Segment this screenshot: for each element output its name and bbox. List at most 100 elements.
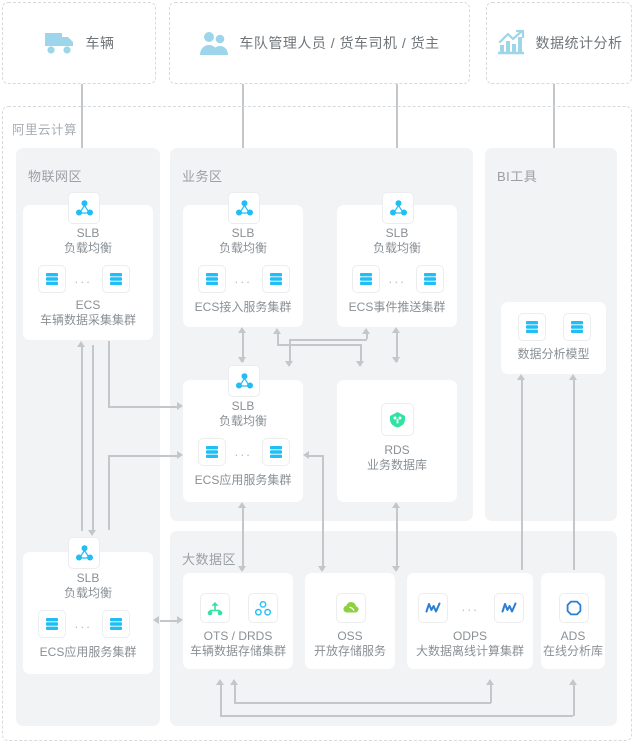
- connector-iot-vert-right: [92, 345, 94, 531]
- node-label-ots-drds: OTS / DRDS 车辆数据存储集群: [183, 629, 293, 659]
- slb-icon: [389, 200, 407, 216]
- ots-drds-subtitle: 车辆数据存储集群: [189, 644, 286, 658]
- drds-icon: [255, 600, 271, 616]
- connector-iot-vert-left: [81, 345, 83, 531]
- connector-bizapp-ots: [242, 505, 244, 570]
- arrowhead-bizaccess-to-bizapp: [238, 357, 246, 363]
- slb-title: SLB: [76, 226, 100, 240]
- ecs-icon-tile-biz-event-b: [416, 265, 444, 293]
- connector-bizaccess-bizapp: [242, 330, 244, 362]
- connector-cross-left-down: [289, 339, 291, 362]
- odps-subtitle: 大数据离线计算集群: [415, 644, 524, 658]
- arrowhead-oss-down: [318, 566, 326, 572]
- arrowhead-bottom-bus-b: [216, 679, 224, 685]
- drds-icon-tile: [248, 593, 278, 623]
- connector-cross-right-down: [360, 344, 362, 362]
- oss-subtitle: 开放存储服务: [313, 644, 386, 658]
- node-label-oss: OSS 开放存储服务: [305, 629, 395, 659]
- ads-subtitle: 在线分析库: [542, 644, 603, 658]
- slb-icon-tile-biz-access: [228, 192, 260, 224]
- slb-subtitle: 负载均衡: [218, 241, 267, 255]
- node-label-odps: ODPS 大数据离线计算集群: [407, 629, 533, 659]
- users-icon: [199, 29, 229, 57]
- connector-rds-odps: [396, 505, 398, 570]
- oss-icon-tile: [336, 593, 366, 623]
- connector-oss-left: [308, 455, 323, 457]
- ads-title: ADS: [560, 629, 586, 643]
- odps-icon-tile-a: [418, 593, 448, 623]
- rds-subtitle: 业务数据库: [366, 458, 427, 472]
- actor-label-analytics: 数据统计分析: [535, 35, 623, 51]
- node-label-biz-access-slb: SLB 负载均衡: [183, 226, 303, 256]
- ecs-icon-tile-biz-app-b: [262, 438, 290, 466]
- node-label-bi-model: 数据分析模型: [517, 347, 590, 361]
- arrowhead-iot-vert-left-up: [77, 341, 85, 347]
- ecs-icon-tile-biz-access-b: [262, 265, 290, 293]
- connector-cross-upper-h: [289, 339, 367, 341]
- connector-iotapp-right: [108, 455, 178, 457]
- connector-vehicle-down: [81, 84, 83, 189]
- slb-icon: [235, 200, 253, 216]
- ots-icon-tile: [200, 593, 230, 623]
- arrowhead-oss-to-bizapp: [303, 451, 309, 459]
- actor-box-people: 车队管理人员 / 货车司机 / 货主: [169, 2, 470, 84]
- connector-cross-lower-h: [277, 344, 361, 346]
- ecs-icon: [359, 272, 373, 286]
- arrowhead-cross-left-down: [285, 361, 293, 367]
- slb-title: SLB: [76, 571, 100, 585]
- arrowhead-odps-to-bi: [517, 374, 525, 380]
- ecs-icon: [109, 272, 123, 286]
- odps-icon: [425, 601, 441, 615]
- slb-icon-tile-iot-app: [68, 537, 100, 569]
- slb-subtitle: 负载均衡: [372, 241, 421, 255]
- ecs-icon-tile-iot-app-a: [38, 610, 66, 638]
- ads-icon: [566, 600, 582, 616]
- oss-title: OSS: [337, 629, 363, 643]
- node-label-iot-collect-slb: SLB 负载均衡: [23, 226, 153, 256]
- slb-icon-tile-biz-app: [228, 365, 260, 397]
- arrowhead-bottom-bus-b-right: [569, 679, 577, 685]
- arrowhead-odps-to-rds: [392, 502, 400, 508]
- slb-icon: [75, 200, 93, 216]
- connector-bottom-bus-a-h: [234, 702, 491, 704]
- ecs-icon: [269, 445, 283, 459]
- odps-icon-tile-b: [494, 593, 524, 623]
- actor-label-vehicle: 车辆: [85, 35, 115, 51]
- arrowhead-rds-to-bizevent: [392, 327, 400, 333]
- connector-iotapp-ots: [160, 620, 178, 622]
- slb-title: SLB: [231, 399, 255, 413]
- arrowhead-bizapp-to-ots: [238, 566, 246, 572]
- arrowhead-cross-right-down: [356, 361, 364, 367]
- node-label-biz-app-slb: SLB 负载均衡: [183, 399, 303, 429]
- slb-title: SLB: [385, 226, 409, 240]
- ellipsis-biz-event: ···: [388, 274, 406, 289]
- ecs-icon: [45, 272, 59, 286]
- arrowhead-cross-left-up: [273, 328, 281, 334]
- ecs-icon: [45, 617, 59, 631]
- connector-bottom-bus-a-up: [234, 683, 236, 703]
- ecs-title: ECS: [75, 298, 101, 312]
- bar-chart-icon: [496, 29, 526, 57]
- connector-cross-right-up: [366, 332, 368, 339]
- cloud-label: 阿里云计算: [12, 123, 78, 137]
- ecs-icon: [423, 272, 437, 286]
- arrowhead-ots-to-bizapp: [238, 502, 246, 508]
- ellipsis-iot-app: ···: [74, 619, 92, 634]
- slb-subtitle: 负载均衡: [63, 241, 112, 255]
- node-card-rds: [337, 380, 457, 502]
- node-label-iot-app-ecs: ECS应用服务集群: [39, 645, 137, 659]
- arrowhead-bottom-bus-a-right: [486, 679, 494, 685]
- ecs-icon-tile-iot-app-b: [102, 610, 130, 638]
- arrowhead-iotapp-to-bizapp: [177, 451, 183, 459]
- slb-icon: [75, 545, 93, 561]
- node-label-biz-event-slb: SLB 负载均衡: [337, 226, 457, 256]
- ecs-subtitle: 车辆数据采集集群: [39, 313, 136, 327]
- ellipsis-iot-collect: ···: [74, 274, 92, 289]
- connector-bizevent-rds: [396, 330, 398, 362]
- odps-title: ODPS: [452, 629, 487, 643]
- ecs-icon-tile-biz-event-a: [352, 265, 380, 293]
- connector-people-access-down: [242, 84, 244, 189]
- ecs-icon-tile-iot-collect-a: [38, 265, 66, 293]
- arrowhead-rds-to-odps: [392, 566, 400, 572]
- arrowhead-iotcollect-to-bizapp: [177, 402, 183, 410]
